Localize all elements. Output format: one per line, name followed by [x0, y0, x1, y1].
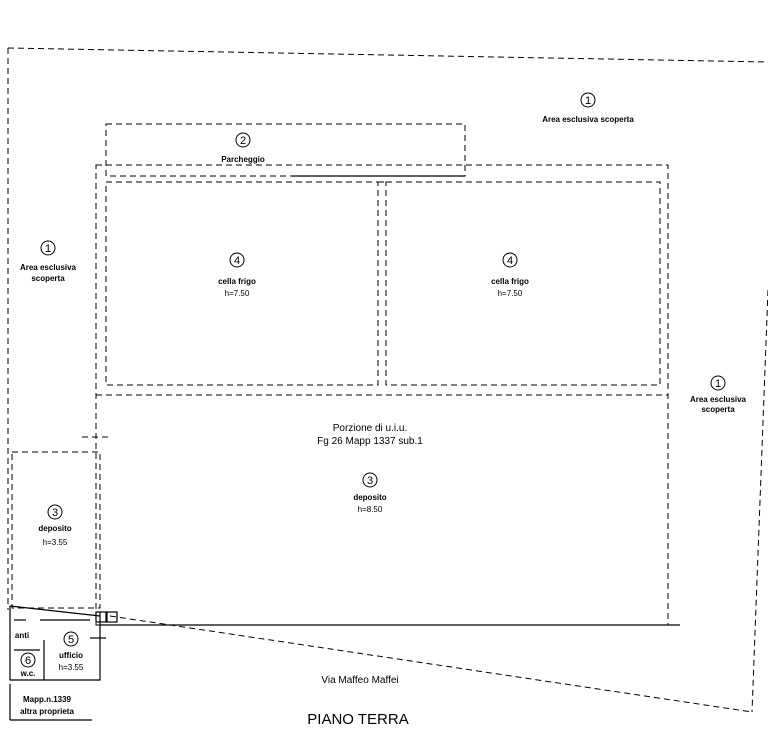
area-number: 5	[68, 634, 74, 646]
area-label: Area esclusiva scoperta	[542, 115, 634, 124]
cella-frigo-1-label: 4 cella frigo h=7.50	[218, 252, 256, 298]
area-number: 4	[507, 255, 513, 267]
deposito-main-label: 3 deposito h=8.50	[353, 472, 387, 514]
annex-outline	[9, 451, 118, 721]
portion-line1: Porzione di u.i.u.	[333, 423, 408, 434]
building-outline	[82, 164, 680, 626]
neighbor-line1: Mapp.n.1339	[23, 695, 72, 704]
ufficio-label: 5 ufficio h=3.55	[59, 631, 84, 672]
area-label: Area esclusiva	[690, 395, 747, 404]
neighbor-label: Mapp.n.1339 altra proprieta	[20, 695, 74, 716]
portion-label: Porzione di u.i.u. Fg 26 Mapp 1337 sub.1	[317, 423, 423, 447]
plan-title: PIANO TERRA	[307, 711, 408, 728]
area-label: scoperta	[701, 405, 735, 414]
anti-label: anti	[15, 631, 29, 640]
area-label: scoperta	[31, 274, 65, 283]
area-number: 3	[52, 507, 58, 519]
area-number: 4	[234, 255, 240, 267]
area-label: Parcheggio	[221, 155, 265, 164]
area-height: h=3.55	[59, 663, 84, 672]
area-top-label: 1 Area esclusiva scoperta	[542, 92, 634, 124]
area-height: h=7.50	[498, 289, 523, 298]
area-number: 1	[45, 243, 51, 255]
street-label: Via Maffeo Maffei	[321, 675, 398, 686]
property-boundary	[7, 47, 768, 713]
area-label: Area esclusiva	[20, 263, 77, 272]
area-label: deposito	[38, 524, 71, 533]
area-height: h=3.55	[43, 538, 68, 547]
cella-frigo-2-label: 4 cella frigo h=7.50	[491, 252, 529, 298]
area-left-label: 1 Area esclusiva scoperta	[20, 240, 77, 283]
neighbor-line2: altra proprieta	[20, 707, 74, 716]
area-number: 1	[585, 95, 591, 107]
deposito-small-label: 3 deposito h=3.55	[38, 504, 72, 547]
parcheggio-label: 2 Parcheggio	[221, 132, 265, 164]
area-label: cella frigo	[491, 277, 529, 286]
area-number: 2	[240, 135, 246, 147]
area-height: h=7.50	[225, 289, 250, 298]
area-height: h=8.50	[358, 505, 383, 514]
area-number: 3	[367, 475, 373, 487]
wc-label: 6 w.c.	[20, 652, 36, 678]
area-label: ufficio	[59, 651, 83, 660]
area-right-label: 1 Area esclusiva scoperta	[690, 375, 747, 414]
area-number: 6	[25, 655, 31, 667]
area-label: cella frigo	[218, 277, 256, 286]
portion-line2: Fg 26 Mapp 1337 sub.1	[317, 436, 423, 447]
area-number: 1	[715, 378, 721, 390]
area-label: deposito	[353, 493, 386, 502]
parcheggio-outline	[105, 123, 466, 177]
area-label: w.c.	[20, 669, 36, 678]
